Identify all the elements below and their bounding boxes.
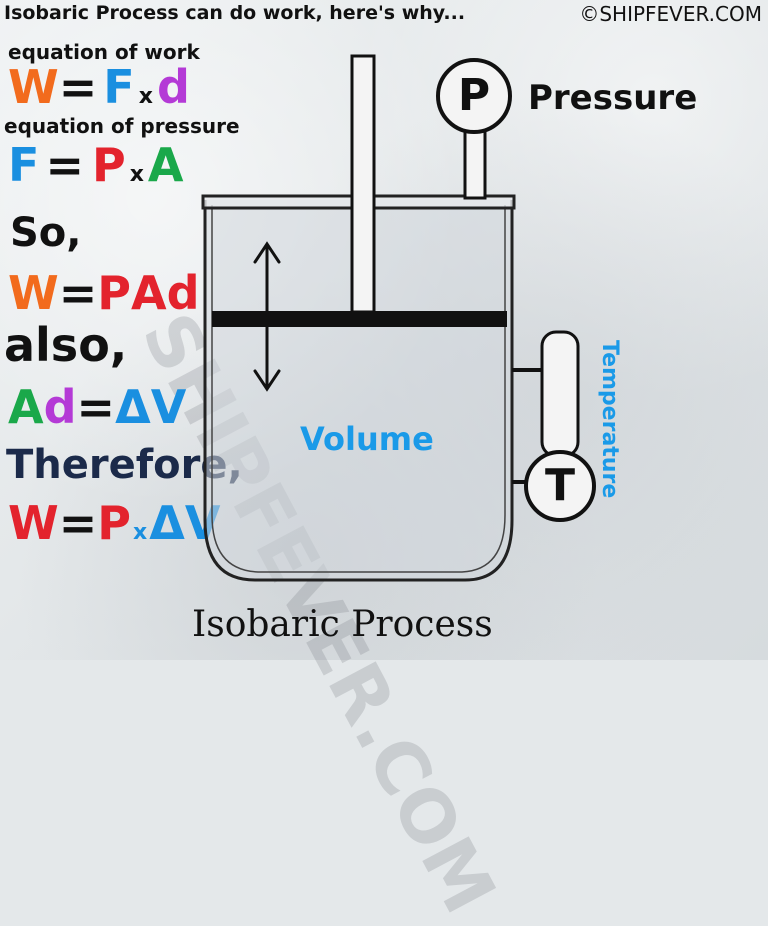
symbol-equals: = bbox=[45, 138, 84, 192]
symbol-p: P bbox=[91, 138, 126, 192]
work-equation: W = F x d bbox=[8, 60, 190, 114]
also-text: also, bbox=[4, 318, 128, 372]
symbol-equals: = bbox=[58, 60, 98, 114]
symbol-w: W bbox=[8, 496, 59, 550]
symbol-equals: = bbox=[58, 496, 98, 550]
symbol-f: F bbox=[103, 60, 135, 114]
symbol-d: d bbox=[43, 380, 77, 434]
therefore-text: Therefore, bbox=[6, 442, 243, 488]
pressure-gauge-symbol: P bbox=[457, 70, 491, 121]
symbol-d: d bbox=[166, 266, 200, 320]
temperature-gauge bbox=[512, 330, 596, 522]
symbol-p: P bbox=[97, 496, 132, 550]
symbol-times: x bbox=[138, 84, 153, 109]
pressure-label: Pressure bbox=[528, 78, 698, 118]
pressure-equation: F = P x A bbox=[8, 138, 184, 192]
symbol-a: A bbox=[8, 380, 44, 434]
symbol-times: x bbox=[133, 520, 148, 545]
page-title: Isobaric Process can do work, here's why… bbox=[4, 2, 466, 24]
symbol-a: A bbox=[131, 266, 167, 320]
symbol-equals: = bbox=[76, 380, 116, 434]
symbol-w: W bbox=[8, 266, 59, 320]
symbol-delta-v: ΔV bbox=[115, 380, 187, 434]
wpad-equation: W = P A d bbox=[8, 266, 200, 320]
equation-of-pressure-label: equation of pressure bbox=[4, 114, 240, 138]
temperature-label: Temperature bbox=[597, 340, 622, 499]
equation-of-work-label: equation of work bbox=[8, 40, 200, 64]
isobaric-diagram bbox=[201, 54, 596, 582]
symbol-f: F bbox=[8, 138, 40, 192]
adv-equation: A d = ΔV bbox=[8, 380, 186, 434]
symbol-d: d bbox=[156, 60, 190, 114]
diagram-title: Isobaric Process bbox=[192, 604, 493, 645]
piston-plate bbox=[212, 311, 507, 327]
pressure-gauge bbox=[436, 58, 512, 200]
symbol-p: P bbox=[97, 266, 132, 320]
symbol-a: A bbox=[147, 138, 184, 192]
symbol-w: W bbox=[8, 60, 59, 114]
piston-rod bbox=[350, 54, 376, 314]
symbol-times: x bbox=[129, 162, 144, 187]
volume-change-arrow bbox=[253, 241, 281, 392]
so-text: So, bbox=[10, 210, 82, 256]
volume-label: Volume bbox=[300, 420, 434, 458]
temperature-gauge-symbol: T bbox=[544, 460, 575, 511]
symbol-equals: = bbox=[58, 266, 98, 320]
copyright: ©SHIPFEVER.COM bbox=[579, 2, 762, 26]
